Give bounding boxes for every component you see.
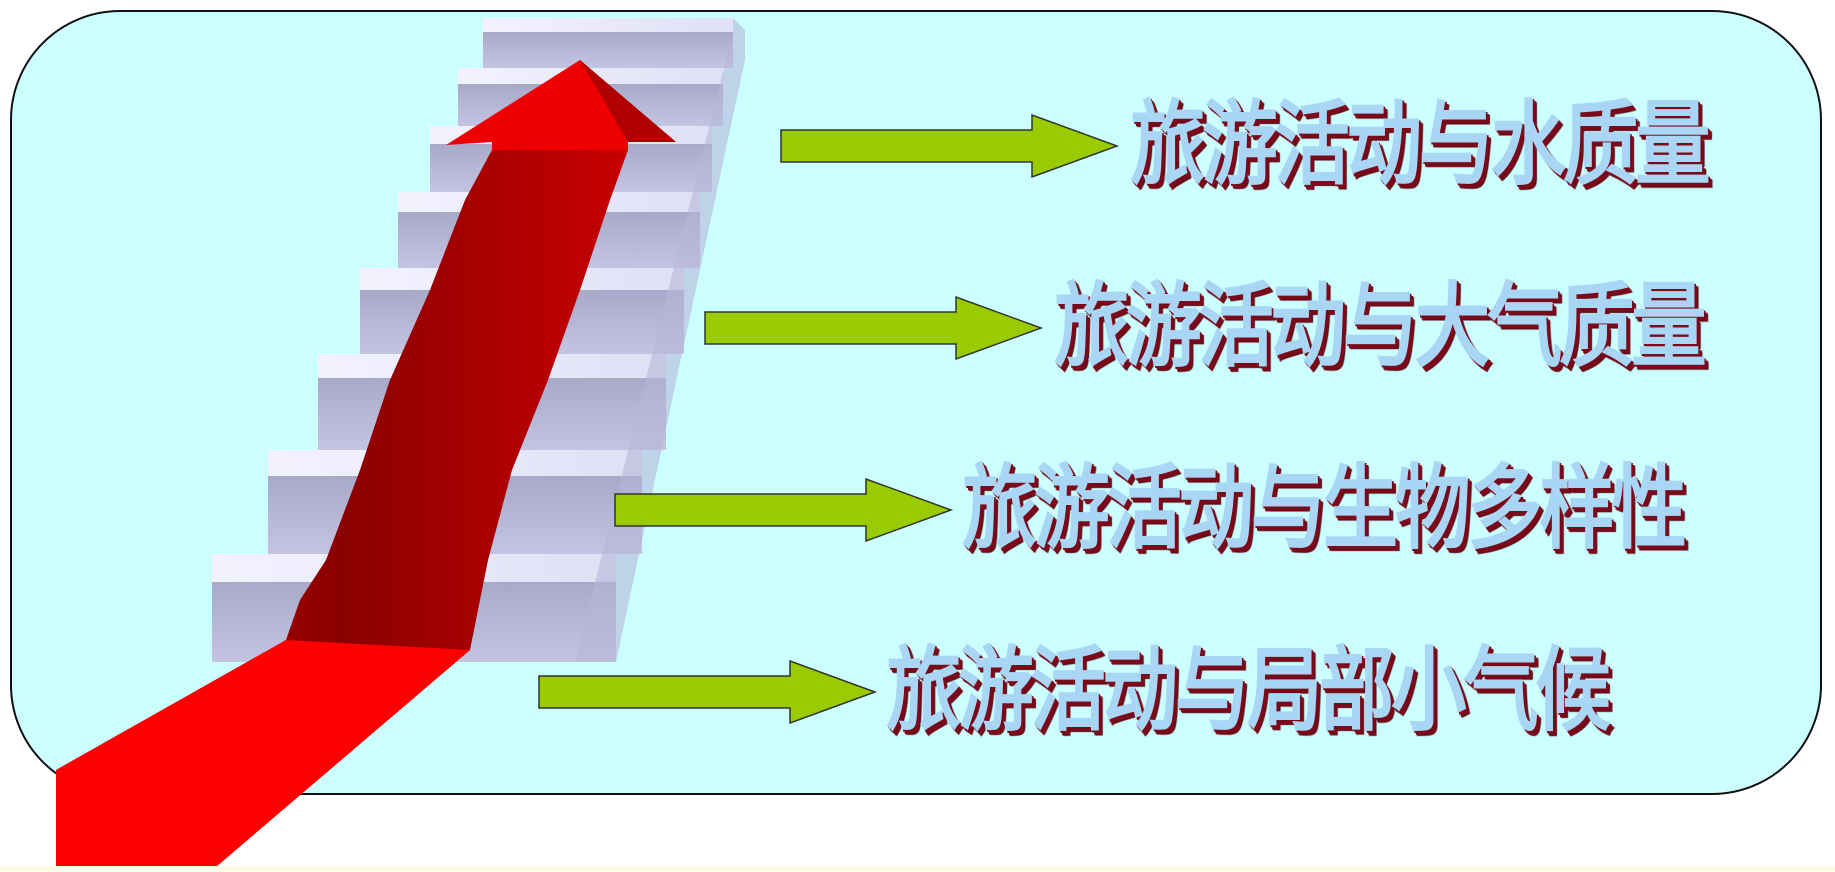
- topic-biodiversity: 旅游活动与生物多样性: [962, 455, 1687, 562]
- green-arrow-2: [704, 296, 1044, 360]
- green-arrow-1: [780, 114, 1120, 178]
- red-carpet: [56, 60, 676, 872]
- topic-air-quality: 旅游活动与大气质量: [1054, 273, 1707, 380]
- topic-water-quality: 旅游活动与水质量: [1130, 91, 1711, 198]
- green-arrow-3: [614, 478, 954, 542]
- green-arrow-4: [538, 660, 878, 724]
- bottom-strip: [0, 866, 1835, 872]
- topic-local-microclimate: 旅游活动与局部小气候: [886, 637, 1611, 744]
